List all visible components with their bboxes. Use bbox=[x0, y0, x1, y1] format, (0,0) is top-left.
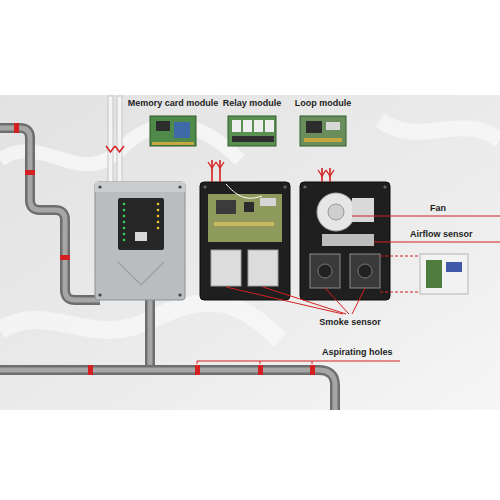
part-label: Aspirating holes bbox=[322, 347, 393, 357]
part-label: Loop module bbox=[295, 98, 352, 108]
part-label: Airflow sensor bbox=[410, 229, 473, 239]
part-label: Smoke sensor bbox=[319, 317, 381, 327]
part-label: Fan bbox=[430, 203, 446, 213]
part-label: Relay module bbox=[223, 98, 282, 108]
part-label: Memory card module bbox=[128, 98, 219, 108]
